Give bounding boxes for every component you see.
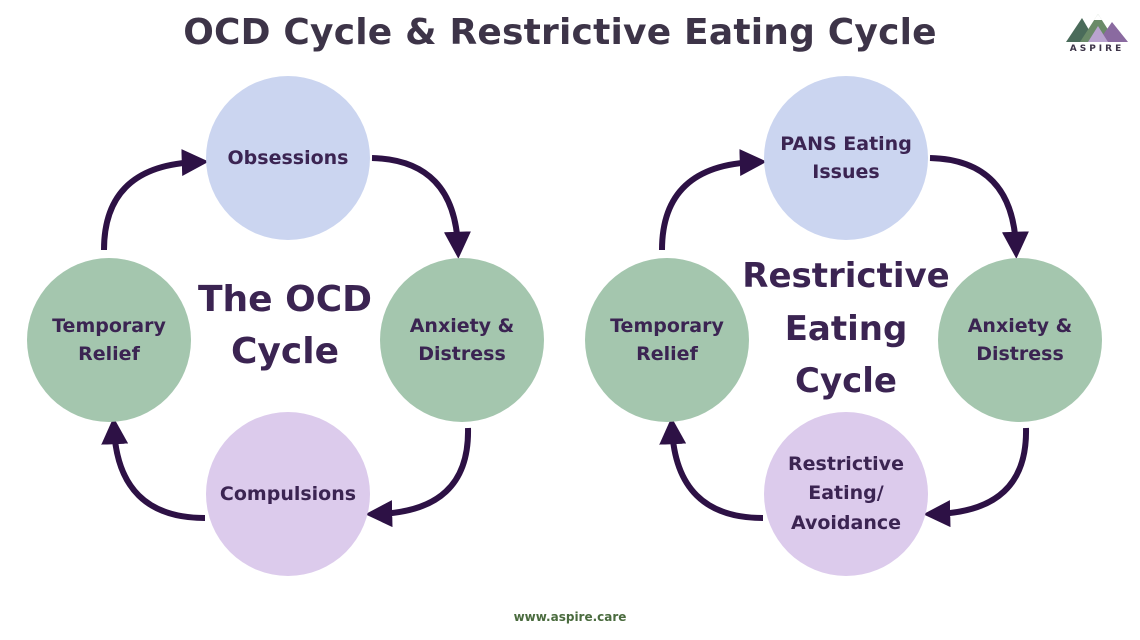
mountains-icon: [1066, 14, 1128, 42]
page-title: OCD Cycle & Restrictive Eating Cycle: [183, 12, 937, 53]
aspire-logo: ASPIRE: [1062, 12, 1132, 60]
node-ocd-anxiety-distress: Anxiety & Distress: [380, 258, 544, 422]
logo-text: ASPIRE: [1069, 44, 1125, 54]
node-compulsions: Compulsions: [206, 412, 370, 576]
arrow-anxiety-to-compulsions: [365, 427, 472, 528]
arrow-compulsions-to-relief: [101, 417, 206, 521]
node-restrictive-temporary-relief: Temporary Relief: [585, 258, 749, 422]
arrow-pans-to-anxiety: [929, 155, 1029, 259]
arrow-relief-to-obsessions: [101, 149, 209, 251]
footer-url: www.aspire.care: [513, 610, 627, 624]
node-pans-eating-issues: PANS Eating Issues: [764, 76, 928, 240]
arrow-obsessions-to-anxiety: [371, 155, 471, 259]
node-ocd-temporary-relief: Temporary Relief: [27, 258, 191, 422]
node-obsessions: Obsessions: [206, 76, 370, 240]
restrictive-cycle-center-label: Restrictive Eating Cycle: [742, 256, 950, 402]
node-restrictive-eating-avoidance: Restrictive Eating/ Avoidance: [764, 412, 928, 576]
arrow-restrictive-to-relief: [659, 417, 764, 521]
ocd-cycle-center-label: The OCD Cycle: [197, 279, 373, 373]
node-restrictive-anxiety-distress: Anxiety & Distress: [938, 258, 1102, 422]
arrow-relief-to-pans: [659, 149, 767, 251]
arrow-anxiety-to-restrictive: [923, 427, 1030, 528]
